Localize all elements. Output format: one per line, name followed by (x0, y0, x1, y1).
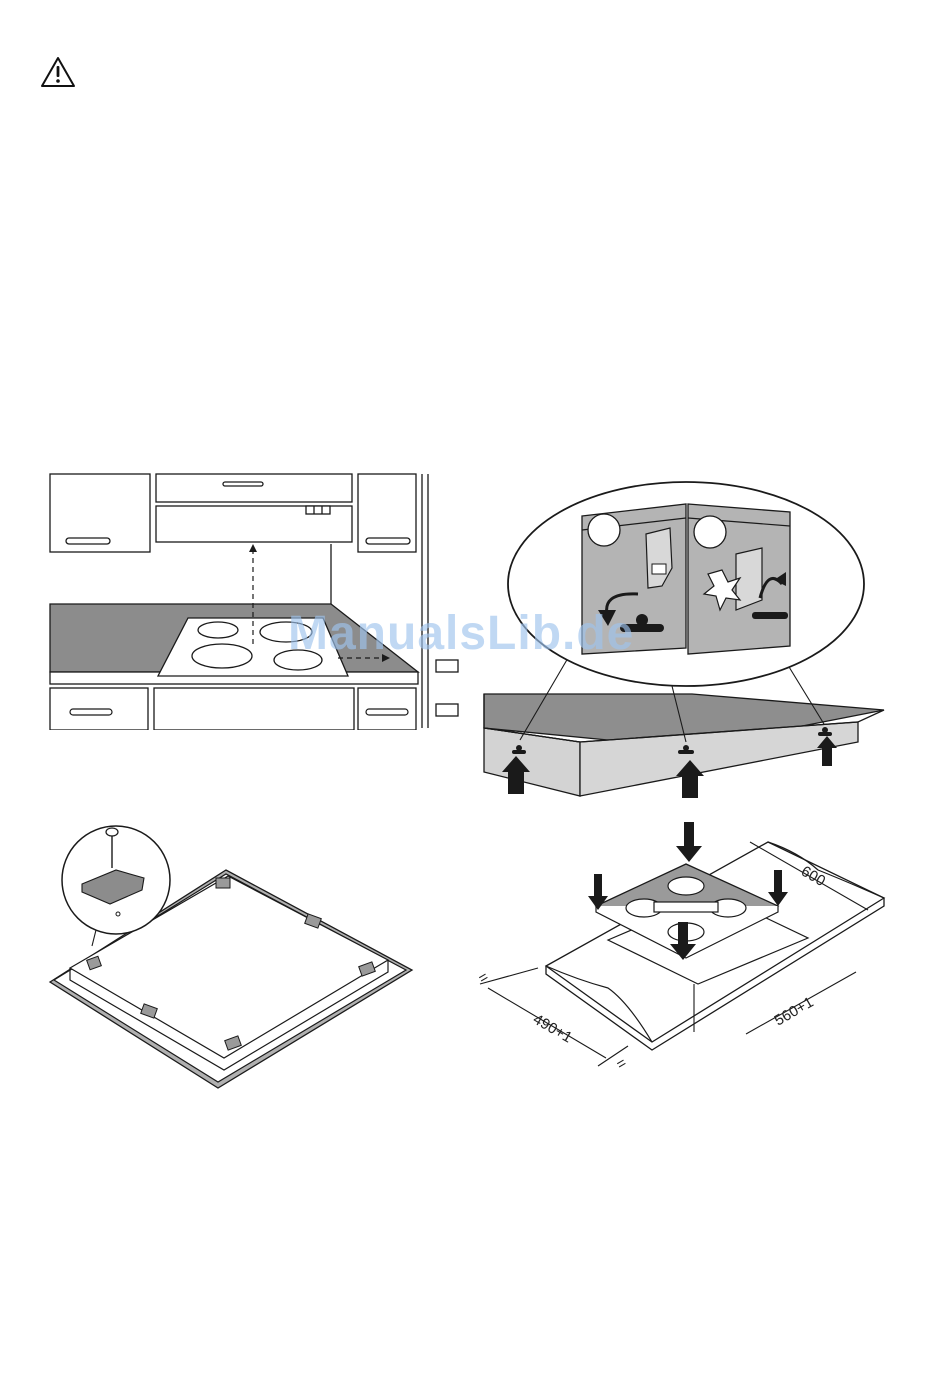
figure-cutout-dimensions: 600 560+1 490+1 = = (478, 812, 890, 1080)
figure-hob-clips (48, 820, 424, 1090)
dim-490: 490+1 (530, 1011, 575, 1047)
warning-triangle-icon (40, 56, 76, 88)
dim-560: 560+1 (772, 994, 817, 1030)
dim-eq-left: = (478, 968, 492, 987)
watermark: ManualsLib.de (288, 606, 634, 661)
figure-kitchen-hood (48, 472, 460, 730)
dim-eq-bottom: = (614, 1054, 630, 1073)
